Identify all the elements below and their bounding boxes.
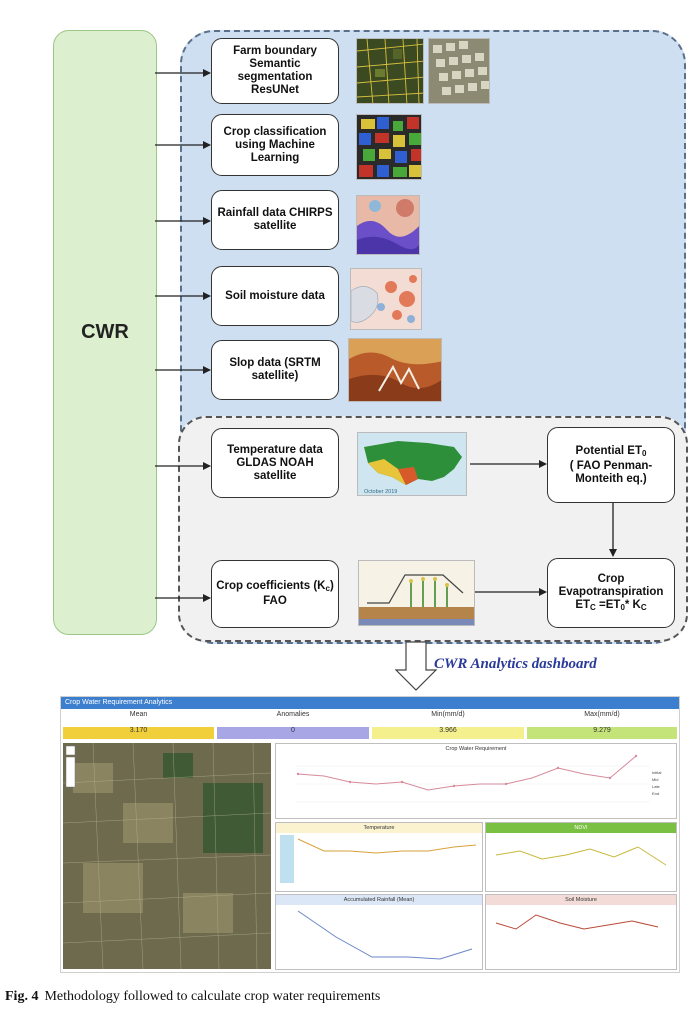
- satellite-map[interactable]: [63, 743, 271, 969]
- panel-title-main: Crop Water Requirement: [445, 746, 507, 752]
- slope-image: [348, 338, 442, 402]
- chart-ndvi: [495, 846, 667, 866]
- panel-title-ndvi: NDVI: [486, 823, 676, 833]
- dashboard-screenshot: Crop Water Requirement Analytics Mean 3.…: [60, 696, 680, 973]
- node-rainfall: Rainfall data CHIRPS satellite: [211, 190, 339, 250]
- kpi-min-value: 3.966: [372, 727, 524, 739]
- thumbnail-caption: October 2019: [364, 489, 397, 495]
- kpi-min: Min(mm/d): [372, 711, 524, 727]
- rainfall-image: [356, 195, 420, 255]
- node-potential-et: Potential ET0( FAO Penman-Monteith eq.): [547, 427, 675, 503]
- node-soil-moisture: Soil moisture data: [211, 266, 339, 326]
- hollow-down-arrow: [394, 641, 438, 691]
- series-rainfall-line: [297, 910, 473, 960]
- dashboard-header-bar: Crop Water Requirement Analytics: [61, 697, 679, 709]
- map-zoom-in-icon[interactable]: [65, 745, 76, 756]
- cwr-root-box: CWR: [53, 30, 157, 635]
- dashboard-app-title: Crop Water Requirement Analytics: [65, 699, 173, 706]
- series-soil-line: [495, 914, 659, 930]
- legend-initial: Initial: [652, 770, 661, 775]
- farm-grid-image: [428, 38, 490, 104]
- temperature-map-image: October 2019: [357, 432, 467, 496]
- series-ndvi-line: [495, 846, 667, 866]
- series-cwr-line: [297, 755, 637, 791]
- legend-end: End: [652, 791, 659, 796]
- node-farm-boundary: Farm boundary Semantic segmentation ResU…: [211, 38, 339, 104]
- node-crop-coefficients: Crop coefficients (Kc) FAO: [211, 560, 339, 628]
- node-slope: Slop data (SRTM satellite): [211, 340, 339, 400]
- map-zoom-slider[interactable]: [65, 756, 76, 788]
- panel-title-rainfall: Accumulated Rainfall (Mean): [276, 895, 482, 905]
- panel-title-soil: Soil Moisture: [486, 895, 676, 905]
- panel-title-temperature: Temperature: [276, 823, 482, 833]
- chart-crop-water-requirement: Initial Mid Late End: [296, 754, 661, 803]
- kpi-max: Max(mm/d): [527, 711, 677, 727]
- kpi-max-value: 9.279: [527, 727, 677, 739]
- kpi-anomalies: Anomalies: [217, 711, 369, 727]
- farm-boundary-image: [356, 38, 424, 104]
- panel-rainfall: Accumulated Rainfall (Mean): [275, 894, 483, 970]
- legend-late: Late: [652, 784, 661, 789]
- dashboard-title: CWR Analytics dashboard: [434, 656, 597, 672]
- soil-moisture-image: [350, 268, 422, 330]
- chart-rainfall: [297, 910, 473, 960]
- kpi-anomalies-value: 0: [217, 727, 369, 739]
- node-temperature: Temperature data GLDAS NOAH satellite: [211, 428, 339, 498]
- figure-label: Fig. 4: [5, 989, 39, 1004]
- figure-caption: Fig. 4 Methodology followed to calculate …: [5, 989, 380, 1005]
- chart-soil-moisture: [495, 914, 659, 930]
- figure-caption-text: Methodology followed to calculate crop w…: [44, 989, 381, 1004]
- series-temperature-line: [297, 838, 477, 854]
- kpi-mean-value: 3.170: [63, 727, 214, 739]
- chart-temperature: [280, 835, 477, 883]
- panel-temperature: Temperature: [275, 822, 483, 892]
- node-crop-classification: Crop classification using Machine Learni…: [211, 114, 339, 176]
- panel-crop-water-requirement: Crop Water Requirement Initial Mid Late …: [275, 743, 677, 819]
- panel-ndvi: NDVI: [485, 822, 677, 892]
- crop-coefficient-curve-image: [358, 560, 475, 626]
- panel-soil-moisture: Soil Moisture: [485, 894, 677, 970]
- crop-classification-image: [356, 114, 422, 180]
- cwr-label: CWR: [81, 321, 129, 343]
- legend-mid: Mid: [652, 777, 658, 782]
